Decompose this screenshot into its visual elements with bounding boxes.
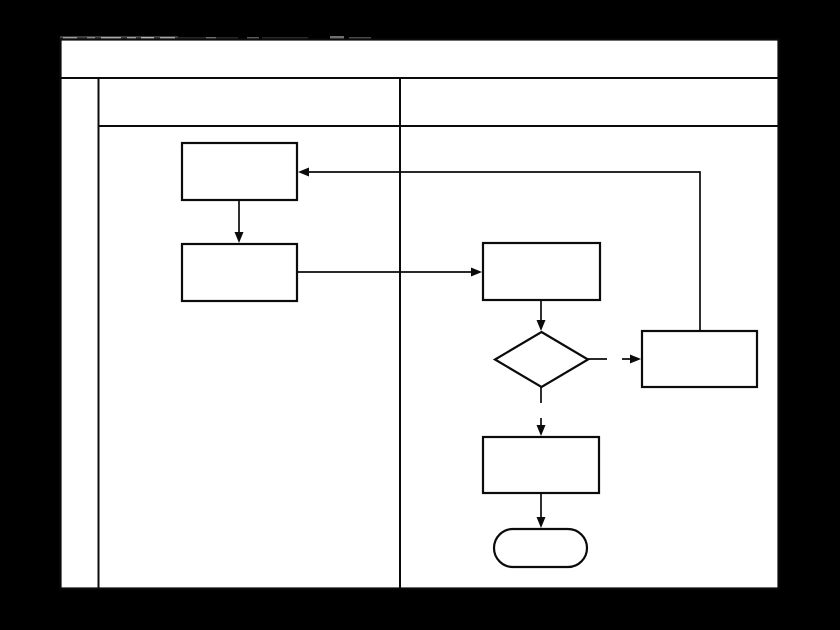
- process-box-d: [640, 329, 759, 389]
- cropped-text-artifact: [330, 36, 344, 39]
- cropped-text-artifact: [247, 37, 259, 39]
- cropped-text-artifact: [206, 37, 216, 39]
- cropped-text-artifact: [63, 37, 77, 39]
- flow-b-to-c-arrowhead-icon: [471, 267, 482, 277]
- process-box-b: [180, 242, 299, 303]
- cropped-text-artifact: [127, 37, 136, 39]
- cropped-text-artifact: [160, 37, 175, 39]
- cropped-text-artifact: [349, 37, 371, 39]
- process-box-e: [481, 435, 601, 495]
- cropped-text-artifact: [141, 37, 154, 39]
- flow-decision-to-e-arrowhead-icon: [536, 425, 546, 436]
- end-terminator: [492, 527, 589, 569]
- flow-a-to-b-arrowhead-icon: [234, 232, 244, 243]
- connector-label-patch: [607, 350, 622, 373]
- cropped-text-artifact: [262, 37, 308, 39]
- flow-c-to-decision-arrowhead-icon: [536, 320, 546, 331]
- cropped-text-artifact: [87, 37, 95, 39]
- swimlane-frame-border: [59, 38, 780, 590]
- flow-e-to-end-arrowhead-icon: [536, 517, 546, 528]
- process-box-c: [481, 241, 602, 302]
- process-box-a: [180, 141, 299, 202]
- flow-d-to-a-return-arrowhead-icon: [298, 167, 309, 177]
- connector-label-patch: [532, 403, 548, 418]
- cropped-text-artifact: [101, 37, 121, 39]
- decision-diamond: [492, 330, 591, 389]
- flow-decision-to-d-arrowhead-icon: [630, 354, 641, 364]
- flow-d-to-a-return: [308, 171, 701, 331]
